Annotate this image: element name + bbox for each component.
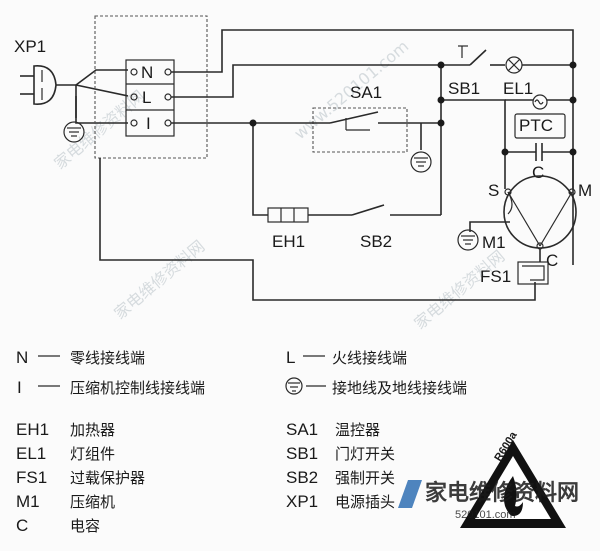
svg-text:接地线及地线接线端: 接地线及地线接线端	[332, 379, 467, 397]
terminal-i: I	[130, 114, 172, 133]
legend-right: SA1 温控器 SB1 门灯开关 SB2 强制开关 XP1 电源插头	[286, 420, 395, 511]
svg-text:SA1: SA1	[286, 420, 318, 439]
label-m1: M1	[482, 233, 506, 252]
svg-text:M1: M1	[16, 492, 40, 511]
label-el1: EL1	[503, 79, 533, 98]
legend-left: EH1 加热器 EL1 灯组件 FS1 过载保护器 M1 压缩机 C 电容	[16, 420, 145, 535]
label-fs1: FS1	[480, 267, 511, 286]
ground-icon	[63, 96, 85, 143]
svg-text:灯组件: 灯组件	[70, 445, 115, 463]
svg-text:强制开关: 强制开关	[335, 469, 395, 487]
terminal-n: N	[130, 63, 172, 82]
ground-icon	[410, 123, 432, 173]
thermostat-box	[312, 107, 408, 153]
svg-text:N: N	[16, 348, 28, 367]
legend-item-l: L 火线接线端	[286, 348, 407, 367]
label-sb2: SB2	[360, 232, 392, 251]
label-sb1: SB1	[448, 79, 480, 98]
svg-text:火线接线端: 火线接线端	[332, 349, 407, 367]
svg-text:520101.com: 520101.com	[455, 509, 516, 521]
terminal-enclosure	[94, 15, 208, 159]
svg-text:XP1: XP1	[286, 492, 318, 511]
svg-text:电源插头: 电源插头	[335, 493, 395, 511]
label-xp1: XP1	[14, 37, 46, 56]
svg-text:FS1: FS1	[16, 468, 47, 487]
label-c-motor: C	[546, 251, 558, 270]
svg-text:L: L	[142, 88, 151, 107]
overload-fs1	[517, 261, 549, 285]
svg-text:EH1: EH1	[16, 420, 49, 439]
legend: N 零线接线端 L 火线接线端 I 压缩机控制线接线端 接地线及地线接线端	[16, 348, 467, 535]
label-eh1: EH1	[272, 232, 305, 251]
legend-item-ground: 接地线及地线接线端	[285, 377, 467, 397]
ground-icon	[285, 377, 303, 395]
label-m: M	[578, 181, 592, 200]
legend-item-i: I 压缩机控制线接线端	[17, 378, 205, 397]
site-logo: 家电维修资料网 520101.com	[398, 480, 579, 521]
switch-sb2	[351, 204, 385, 216]
svg-text:SB1: SB1	[286, 444, 318, 463]
svg-text:家电维修资料网: 家电维修资料网	[110, 237, 208, 324]
svg-text:电容: 电容	[70, 517, 100, 535]
svg-text:SB2: SB2	[286, 468, 318, 487]
heater-eh1	[267, 207, 309, 223]
svg-text:家电维修资料网: 家电维修资料网	[410, 247, 508, 334]
plug-icon	[20, 65, 76, 105]
svg-text:零线接线端: 零线接线端	[70, 349, 145, 367]
ptc-icon	[532, 94, 548, 110]
svg-text:I: I	[17, 378, 22, 397]
svg-text:压缩机控制线接线端: 压缩机控制线接线端	[70, 379, 205, 397]
label-s: S	[488, 181, 499, 200]
label-ptc: PTC	[519, 116, 553, 135]
label-c-cap: C	[532, 163, 544, 182]
svg-text:C: C	[16, 516, 28, 535]
svg-text:压缩机: 压缩机	[70, 493, 115, 511]
ground-icon	[457, 221, 510, 251]
thermostat-switch	[329, 111, 441, 131]
svg-text:L: L	[286, 348, 295, 367]
svg-text:I: I	[146, 114, 151, 133]
svg-text:EL1: EL1	[16, 444, 46, 463]
door-switch-sb1	[441, 45, 505, 66]
label-sa1: SA1	[350, 83, 382, 102]
terminal-block	[125, 59, 175, 137]
svg-text:N: N	[141, 63, 153, 82]
watermark: www.520101.com 家电维修资料网 家电维修资料网 家电维修资料网	[50, 36, 508, 333]
svg-text:过载保护器: 过载保护器	[70, 469, 145, 487]
compressor-m1	[503, 175, 577, 249]
lamp-el1-icon	[505, 56, 523, 74]
svg-text:家电维修资料网: 家电维修资料网	[425, 480, 579, 506]
svg-text:加热器: 加热器	[70, 421, 115, 439]
svg-text:温控器: 温控器	[335, 421, 380, 439]
svg-text:门灯开关: 门灯开关	[335, 445, 395, 463]
junction-dots	[249, 61, 577, 156]
legend-item-n: N 零线接线端	[16, 348, 145, 367]
